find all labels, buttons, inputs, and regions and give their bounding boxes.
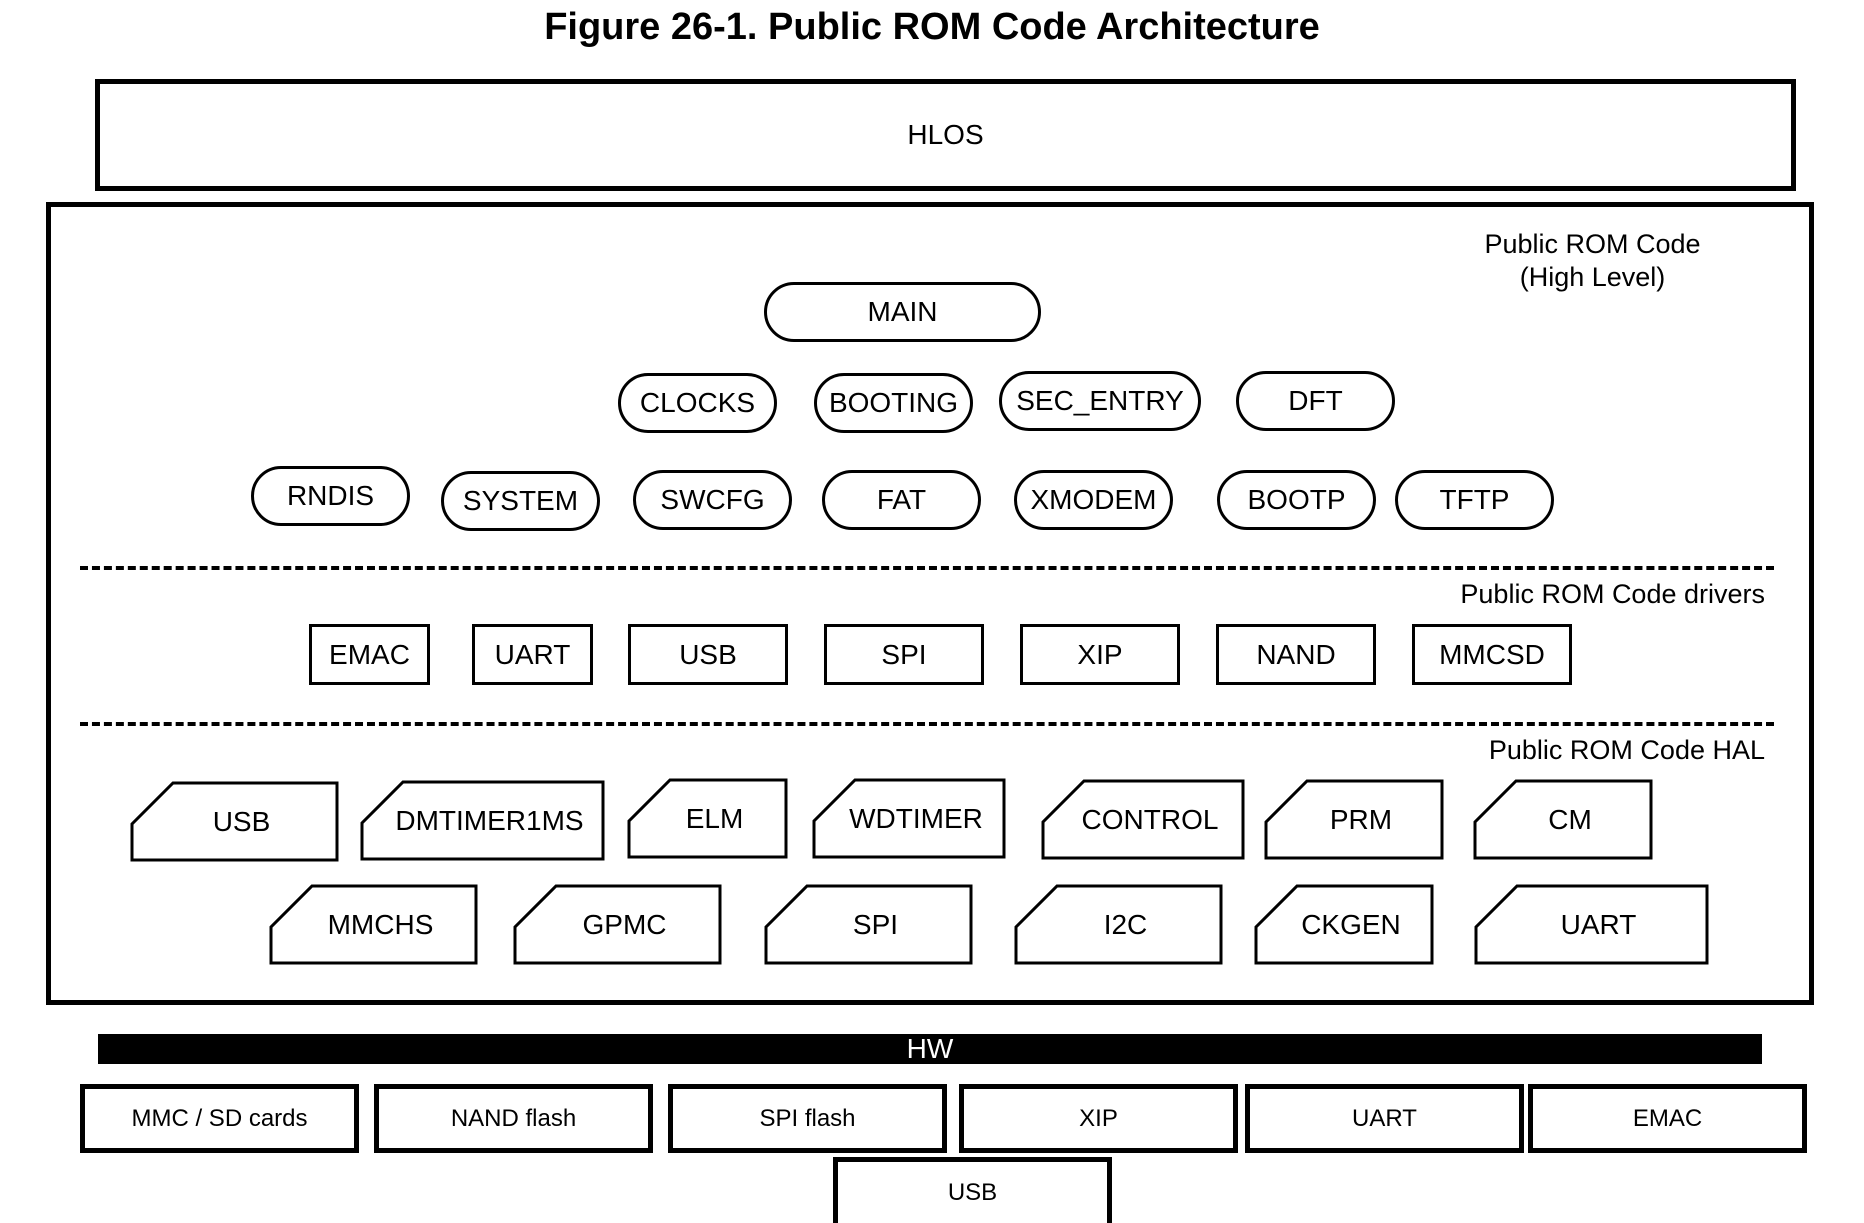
hal-spi-label: SPI	[852, 908, 899, 940]
public-rom-code-container	[46, 202, 1814, 1005]
hal-wdtimer-label: WDTIMER	[849, 802, 983, 834]
driver-uart: UART	[472, 624, 593, 685]
hal-i2c: I2C	[1014, 884, 1223, 965]
hal-elm: ELM	[627, 778, 788, 859]
hal-mmchs-label: MMCHS	[327, 908, 434, 940]
driver-emac: EMAC	[309, 624, 430, 685]
module-swcfg: SWCFG	[633, 470, 792, 530]
hw-mmc-sd-cards: MMC / SD cards	[80, 1084, 359, 1153]
hal-prm-label: PRM	[1329, 803, 1393, 835]
figure-title: Figure 26-1. Public ROM Code Architectur…	[544, 6, 1320, 48]
hw-uart: UART	[1245, 1084, 1524, 1153]
hal-elm-label: ELM	[685, 802, 744, 834]
hal-uart-label: UART	[1560, 908, 1637, 940]
hal-divider	[80, 722, 1774, 726]
hal-cm-label: CM	[1548, 803, 1592, 835]
drivers-divider	[80, 566, 1774, 570]
hal-control: CONTROL	[1041, 779, 1245, 860]
hal-usb: USB	[130, 781, 339, 862]
hw-nand-flash: NAND flash	[374, 1084, 653, 1153]
driver-usb: USB	[628, 624, 788, 685]
hal-dmtimer1ms: DMTIMER1MS	[360, 780, 605, 861]
main-module: MAIN	[764, 282, 1041, 342]
module-booting: BOOTING	[814, 373, 973, 433]
hal-cm: CM	[1473, 779, 1653, 860]
hal-wdtimer: WDTIMER	[812, 778, 1006, 859]
module-dft: DFT	[1236, 371, 1395, 431]
module-clocks: CLOCKS	[618, 373, 777, 433]
module-sec-entry: SEC_ENTRY	[999, 371, 1201, 431]
driver-xip: XIP	[1020, 624, 1180, 685]
hlos-label: HLOS	[907, 119, 984, 150]
module-tftp: TFTP	[1395, 470, 1554, 530]
hal-ckgen-label: CKGEN	[1301, 908, 1401, 940]
hal-spi: SPI	[764, 884, 973, 965]
module-xmodem: XMODEM	[1014, 470, 1173, 530]
module-system: SYSTEM	[441, 471, 600, 531]
hw-xip: XIP	[959, 1084, 1238, 1153]
hal-prm: PRM	[1264, 779, 1444, 860]
hal-dmtimer1ms-label: DMTIMER1MS	[395, 804, 584, 836]
drivers-label: Public ROM Code drivers	[1460, 579, 1765, 609]
hal-control-label: CONTROL	[1081, 803, 1219, 835]
hal-ckgen: CKGEN	[1254, 884, 1434, 965]
hw-emac: EMAC	[1528, 1084, 1807, 1153]
hw-label: HW	[906, 1033, 954, 1064]
hal-uart: UART	[1474, 884, 1709, 965]
hw-usb: USB	[833, 1157, 1112, 1223]
module-rndis: RNDIS	[251, 466, 410, 526]
module-fat: FAT	[822, 470, 981, 530]
driver-nand: NAND	[1216, 624, 1376, 685]
driver-spi: SPI	[824, 624, 984, 685]
high-level-label: Public ROM Code (High Level)	[1484, 229, 1701, 292]
hal-gpmc: GPMC	[513, 884, 722, 965]
hlos-box: HLOS	[95, 79, 1796, 191]
hal-usb-label: USB	[212, 805, 271, 837]
module-bootp: BOOTP	[1217, 470, 1376, 530]
hal-label: Public ROM Code HAL	[1488, 735, 1765, 765]
driver-mmcsd: MMCSD	[1412, 624, 1572, 685]
hal-i2c-label: I2C	[1103, 908, 1148, 940]
hal-mmchs: MMCHS	[269, 884, 478, 965]
hal-gpmc-label: GPMC	[582, 908, 667, 940]
hw-spi-flash: SPI flash	[668, 1084, 947, 1153]
hw-bar: HW	[98, 1033, 1762, 1064]
